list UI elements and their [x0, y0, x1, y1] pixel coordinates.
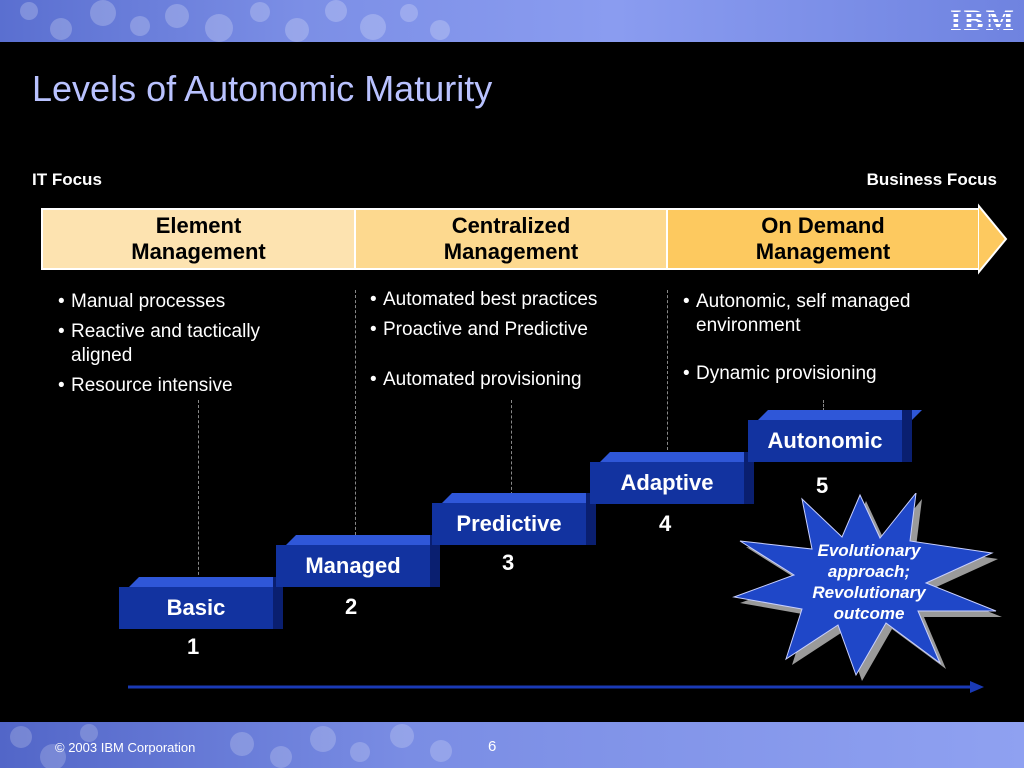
bullet-item: Dynamic provisioning	[683, 362, 983, 386]
slide-title: Levels of Autonomic Maturity	[32, 68, 493, 109]
bullet-item: Automated best practices	[370, 288, 660, 312]
business-focus-label: Business Focus	[866, 170, 997, 189]
progress-arrow	[128, 681, 984, 693]
level-number-5: 5	[816, 473, 829, 498]
guide-line	[511, 400, 512, 495]
step-adaptive: Adaptive	[590, 452, 764, 504]
step-basic: Basic	[119, 577, 293, 629]
guide-line	[198, 400, 199, 585]
bullet-item: Manual processes	[58, 290, 318, 314]
stage-arrow-head	[978, 203, 1008, 275]
bullets-on-demand-management: Autonomic, self managed environment Dyna…	[683, 290, 983, 392]
bullet-item: Autonomic, self managed environment	[683, 290, 983, 338]
guide-line	[355, 290, 356, 540]
bullets-centralized-management: Automated best practices Proactive and P…	[370, 288, 660, 398]
step-predictive: Predictive	[432, 493, 606, 545]
footer-bar: © 2003 IBM Corporation 6	[0, 722, 1024, 768]
level-number-4: 4	[659, 511, 672, 536]
step-autonomic: Autonomic	[748, 410, 922, 462]
guide-line	[823, 400, 824, 415]
bullet-item: Reactive and tactically aligned	[58, 320, 318, 368]
bullets-element-management: Manual processes Reactive and tactically…	[58, 290, 318, 404]
bullet-item: Automated provisioning	[370, 368, 660, 392]
level-number-2: 2	[345, 594, 358, 619]
it-focus-label: IT Focus	[32, 170, 102, 189]
header-bar: IBM	[0, 0, 1024, 42]
ibm-logo: IBM	[950, 4, 1016, 37]
step-managed: Managed	[276, 535, 450, 587]
level-number-3: 3	[502, 550, 515, 575]
bullet-item: Resource intensive	[58, 374, 318, 398]
bullet-item: Proactive and Predictive	[370, 318, 660, 342]
starburst-text: Evolutionary approach; Revolutionary out…	[812, 541, 926, 623]
copyright-text: © 2003 IBM Corporation	[55, 740, 196, 755]
level-number-1: 1	[187, 634, 200, 659]
starburst-shape	[732, 493, 1002, 681]
page-number: 6	[488, 738, 497, 755]
guide-line	[667, 290, 668, 455]
